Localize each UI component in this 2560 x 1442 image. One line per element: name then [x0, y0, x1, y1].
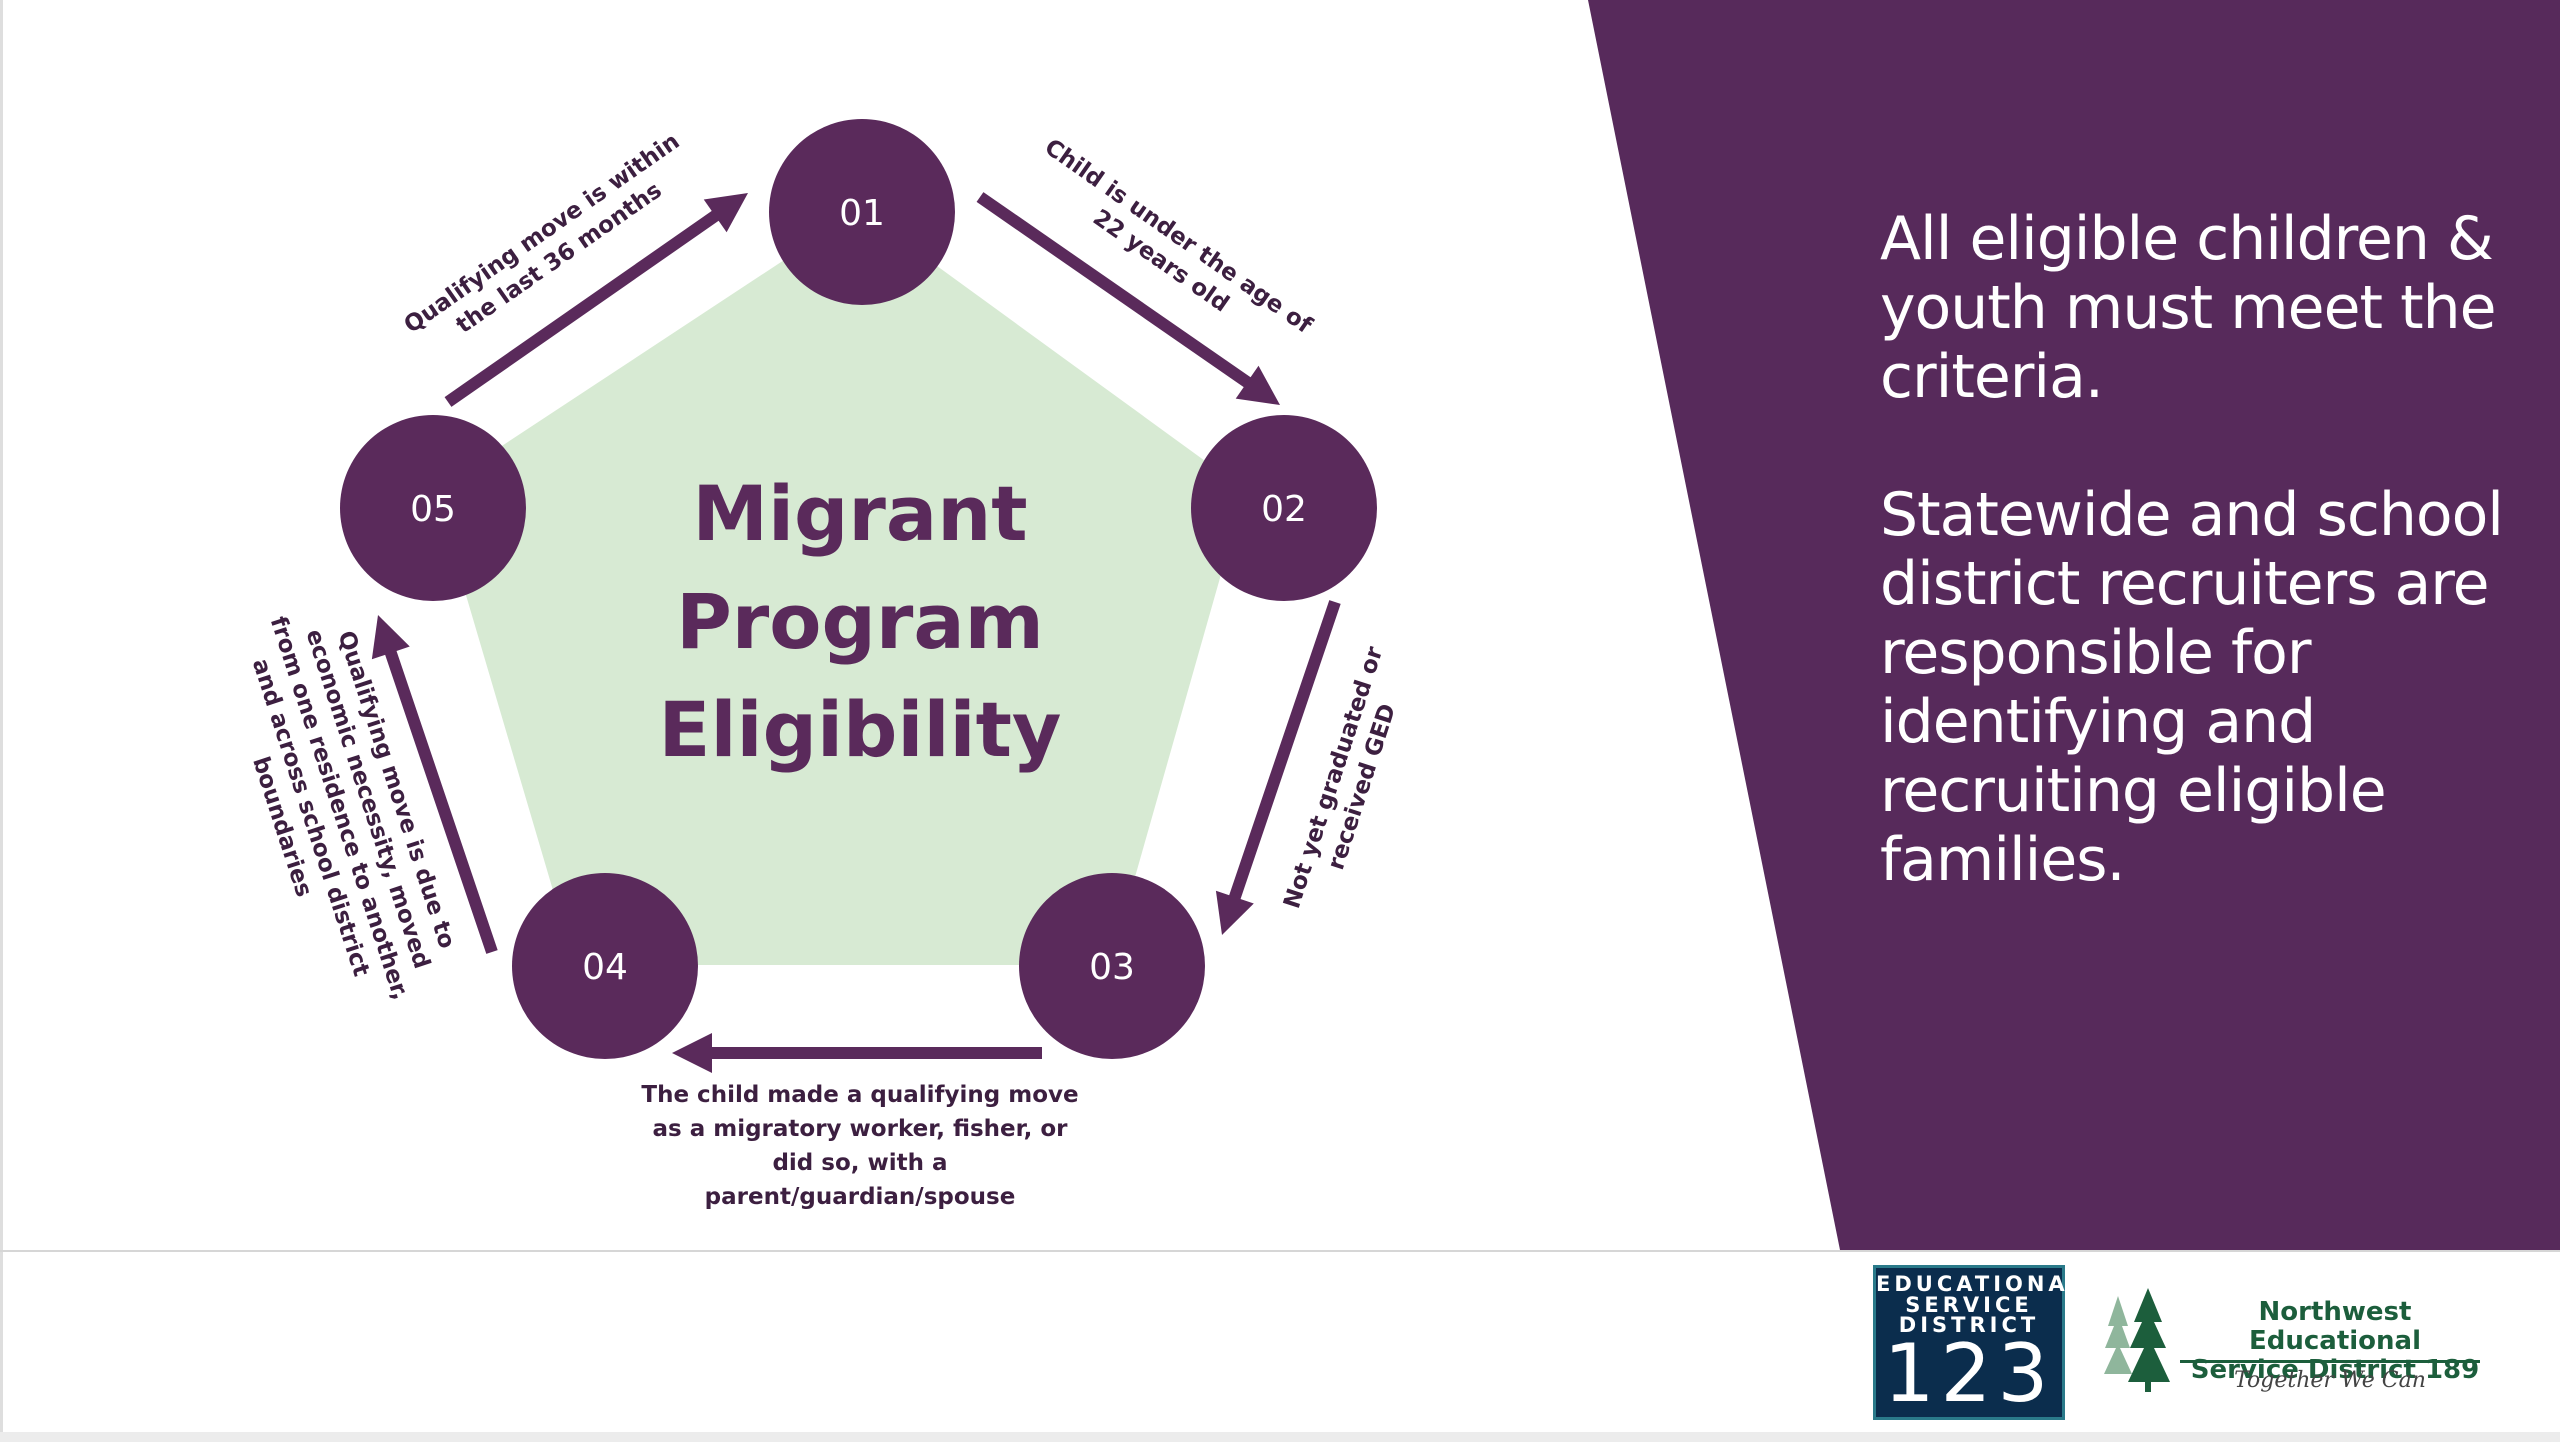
- arrow-02-to-03-shaft: [1227, 600, 1341, 903]
- step-nodes: 01 02 03 04 05: [340, 119, 1377, 1059]
- step-node-05: 05: [340, 415, 526, 601]
- arrow-04-to-05: [371, 615, 498, 954]
- arrow-03-to-04-head: [672, 1033, 712, 1073]
- step-node-circle: [1191, 415, 1377, 601]
- step-node-label: 02: [1261, 489, 1307, 530]
- slide-bottom-edge: [0, 1432, 2560, 1442]
- arrow-02-to-03: [1215, 600, 1341, 935]
- step-node-label: 04: [582, 947, 628, 988]
- step-node-label: 05: [410, 489, 456, 530]
- criteria-label-line: Qualifying move is within: [399, 128, 684, 338]
- criteria-label-line: parent/guardian/spouse: [705, 1184, 1016, 1210]
- sidebar-paragraph-2: Statewide and school district recruiters…: [1880, 480, 2504, 895]
- nwesd189-logo-rule: [2180, 1360, 2480, 1363]
- evergreen-trees-icon: [2104, 1288, 2170, 1392]
- esd123-logo: EDUCATIONAL SERVICE DISTRICT 123: [1873, 1265, 2087, 1420]
- esd123-logo-line2: SERVICE: [1905, 1293, 2033, 1317]
- step-node-label: 01: [839, 193, 885, 234]
- arrow-01-to-02: [976, 192, 1280, 405]
- arrow-05-to-01: [444, 193, 748, 407]
- nwesd189-tagline: Together We Can: [2234, 1368, 2426, 1393]
- sidebar-paragraph-1: All eligible children & youth must meet …: [1880, 204, 2497, 412]
- arrow-03-to-04: [672, 1033, 1042, 1073]
- arrow-02-to-03-head: [1215, 890, 1254, 935]
- arrow-01-to-02-head: [1235, 365, 1280, 405]
- criteria-label-line: as a migratory worker, fisher, or: [653, 1116, 1069, 1142]
- step-node-01: 01: [769, 119, 955, 305]
- criteria-label-line: did so, with a: [772, 1150, 947, 1176]
- arrow-04-to-05-shaft: [383, 647, 498, 954]
- step-node-02: 02: [1191, 415, 1377, 601]
- criteria-label-03-04: The child made a qualifying move as a mig…: [641, 1082, 1078, 1210]
- sidebar-text: All eligible children & youth must meet …: [1880, 205, 2520, 895]
- step-node-circle: [769, 119, 955, 305]
- diagram-title-line: Migrant: [692, 469, 1027, 558]
- diagram-title-line: Program: [676, 577, 1044, 666]
- esd123-logo-line3: DISTRICT: [1898, 1313, 2040, 1337]
- arrow-05-to-01-shaft: [444, 208, 722, 407]
- esd123-logo-number: 123: [1883, 1327, 2055, 1420]
- slide-left-edge: [0, 0, 3, 1442]
- esd123-logo-line1: EDUCATIONAL: [1876, 1272, 2087, 1296]
- step-node-circle: [340, 415, 526, 601]
- arrow-04-to-05-head: [371, 615, 410, 660]
- pentagon-background: [435, 210, 1245, 965]
- step-node-04: 04: [512, 873, 698, 1059]
- nwesd189-logo: Northwest Educational Service District 1…: [2100, 1280, 2480, 1410]
- arrow-01-to-02-shaft: [976, 192, 1254, 390]
- step-node-label: 03: [1089, 947, 1135, 988]
- criteria-label-line: The child made a qualifying move: [641, 1082, 1078, 1108]
- step-node-circle: [1019, 873, 1205, 1059]
- diagram-title-line: Eligibility: [659, 685, 1062, 774]
- nwesd189-name-line1: Northwest Educational: [2248, 1297, 2421, 1356]
- arrow-05-to-01-head: [703, 193, 748, 233]
- footer-divider: [0, 1250, 2560, 1252]
- step-node-circle: [512, 873, 698, 1059]
- criteria-label-line: Child is under the age of: [1040, 134, 1318, 339]
- step-node-03: 03: [1019, 873, 1205, 1059]
- purple-panel: [1588, 0, 2560, 1250]
- cycle-arrows: [371, 192, 1341, 1073]
